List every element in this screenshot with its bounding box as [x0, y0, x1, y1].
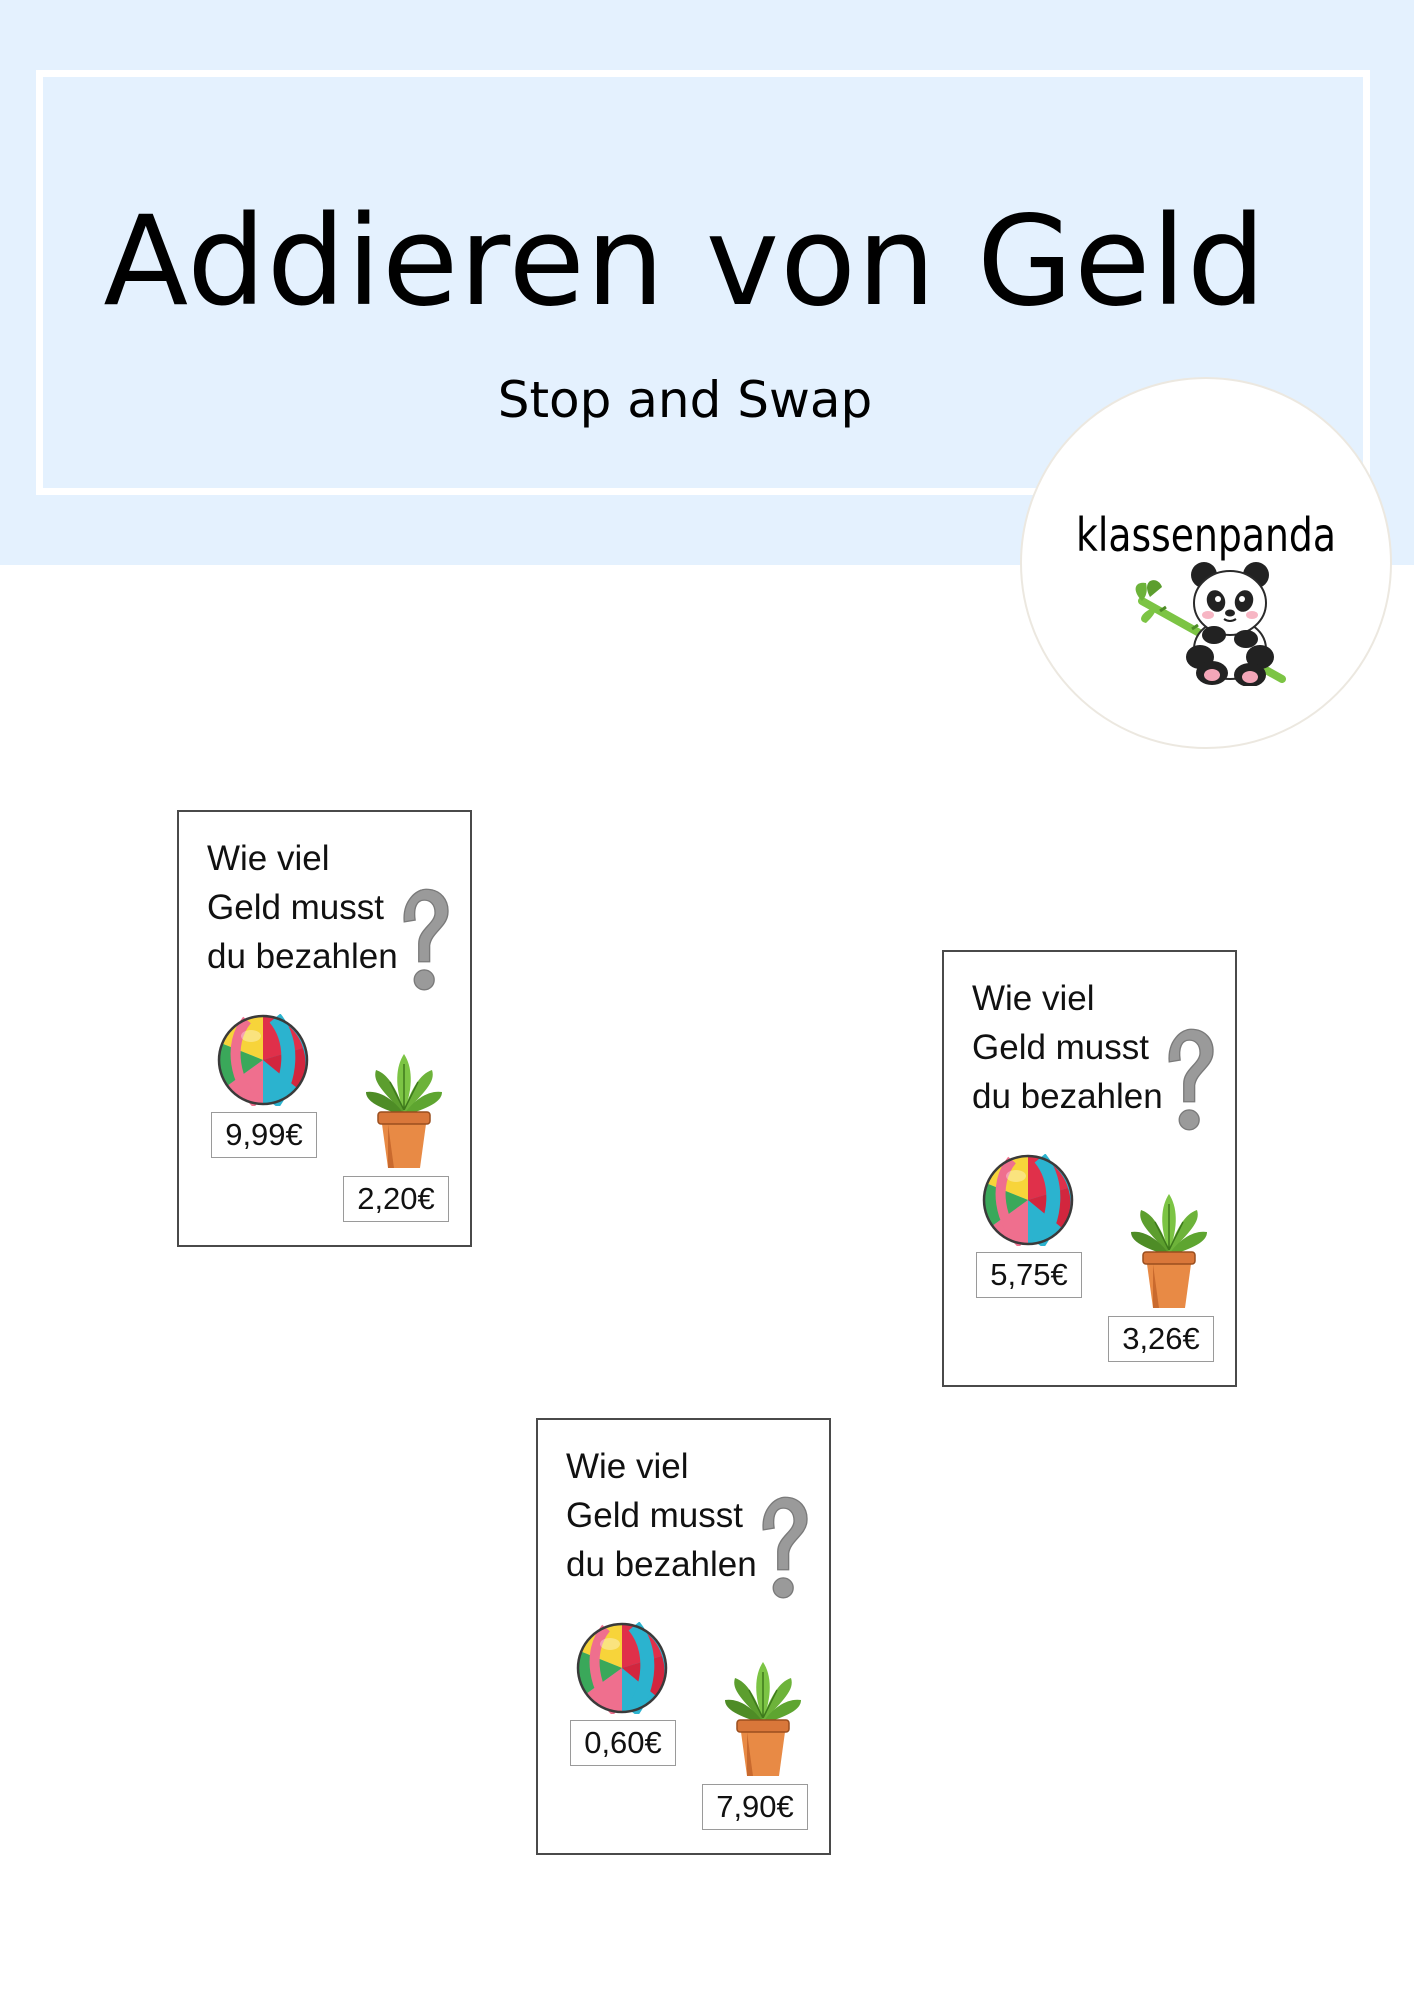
- potted-plant-icon: [1130, 1193, 1208, 1309]
- beach-ball-icon: [576, 1622, 668, 1714]
- header-band: Addieren von Geld Stop and Swap: [0, 0, 1414, 565]
- question-mark-icon: [762, 1496, 808, 1599]
- plant-price-tag: 7,90€: [702, 1784, 808, 1830]
- page-subtitle: Stop and Swap: [497, 371, 873, 429]
- beach-ball-icon: [217, 1014, 309, 1106]
- logo-badge: klassenpanda: [1020, 377, 1392, 749]
- potted-plant-icon: [365, 1053, 443, 1169]
- potted-plant-icon: [724, 1661, 802, 1777]
- logo-text: klassenpanda: [1076, 508, 1336, 562]
- card-question: Wie viel Geld musst du bezahlen: [566, 1447, 757, 1584]
- header-frame: [36, 70, 1370, 495]
- page-title: Addieren von Geld: [103, 190, 1267, 334]
- question-mark-icon: [403, 888, 449, 991]
- plant-price-tag: 3,26€: [1108, 1316, 1214, 1362]
- ball-price-tag: 5,75€: [976, 1252, 1082, 1298]
- question-card: Wie viel Geld musst du bezahlen 9,99€ 2,…: [177, 810, 472, 1247]
- question-card: Wie viel Geld musst du bezahlen 5,75€ 3,…: [942, 950, 1237, 1387]
- plant-price-tag: 2,20€: [343, 1176, 449, 1222]
- card-question: Wie viel Geld musst du bezahlen: [207, 839, 398, 976]
- question-card: Wie viel Geld musst du bezahlen 0,60€ 7,…: [536, 1418, 831, 1855]
- ball-price-tag: 9,99€: [211, 1112, 317, 1158]
- card-question: Wie viel Geld musst du bezahlen: [972, 979, 1163, 1116]
- question-mark-icon: [1168, 1028, 1214, 1131]
- ball-price-tag: 0,60€: [570, 1720, 676, 1766]
- beach-ball-icon: [982, 1154, 1074, 1246]
- panda-icon: [1135, 562, 1286, 686]
